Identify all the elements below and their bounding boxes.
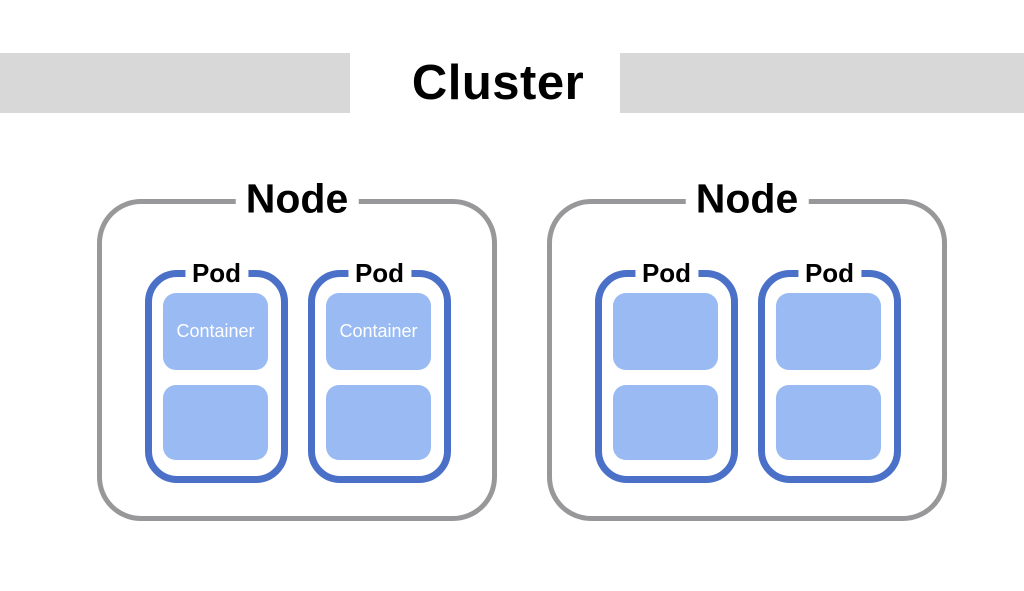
cluster-bar-left (0, 53, 350, 113)
pod-label: Pod (184, 260, 249, 286)
container-block (163, 385, 268, 460)
pod-box: Pod Container (145, 260, 288, 483)
cluster-bar-right (620, 53, 1024, 113)
container-block: Container (163, 293, 268, 370)
pod-label: Pod (634, 260, 699, 286)
container-block (776, 293, 881, 370)
container-block (326, 385, 431, 460)
node-box: Node Pod Container Pod Container (97, 178, 497, 521)
pod-label: Pod (797, 260, 862, 286)
pod-box: Pod Container (308, 260, 451, 483)
container-block (613, 385, 718, 460)
container-block (776, 385, 881, 460)
node-box: Node Pod Pod (547, 178, 947, 521)
node-label: Node (235, 178, 359, 220)
pod-label: Pod (347, 260, 412, 286)
container-block (613, 293, 718, 370)
container-block: Container (326, 293, 431, 370)
pod-box: Pod (758, 260, 901, 483)
pod-box: Pod (595, 260, 738, 483)
node-label: Node (685, 178, 809, 220)
cluster-title: Cluster (411, 56, 585, 110)
